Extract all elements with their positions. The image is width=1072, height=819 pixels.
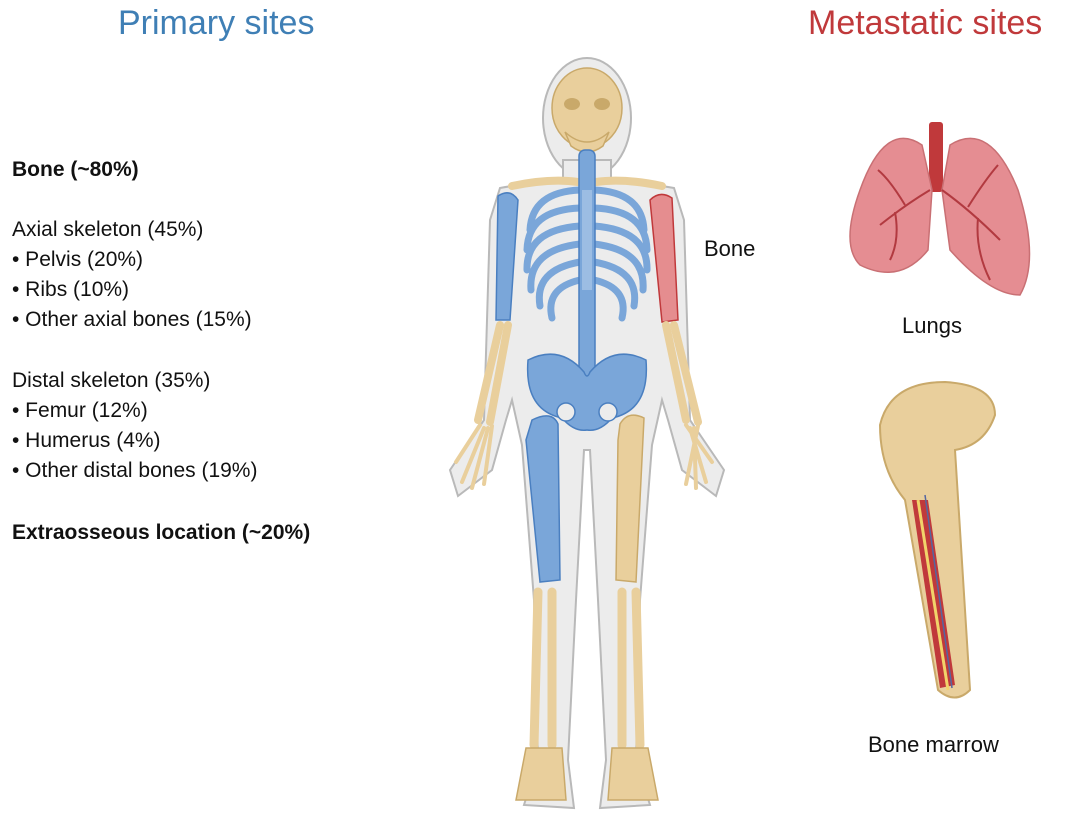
- bone-marrow-site-label: Bone marrow: [868, 732, 999, 758]
- lower-leg-bones: [534, 592, 640, 745]
- bone-site-label: Bone: [704, 236, 755, 262]
- lungs-illustration: [850, 122, 1030, 295]
- lungs-site-label: Lungs: [902, 313, 962, 339]
- spine: [579, 150, 595, 380]
- foot-bones: [516, 748, 658, 800]
- bone-marrow-illustration: [880, 382, 995, 698]
